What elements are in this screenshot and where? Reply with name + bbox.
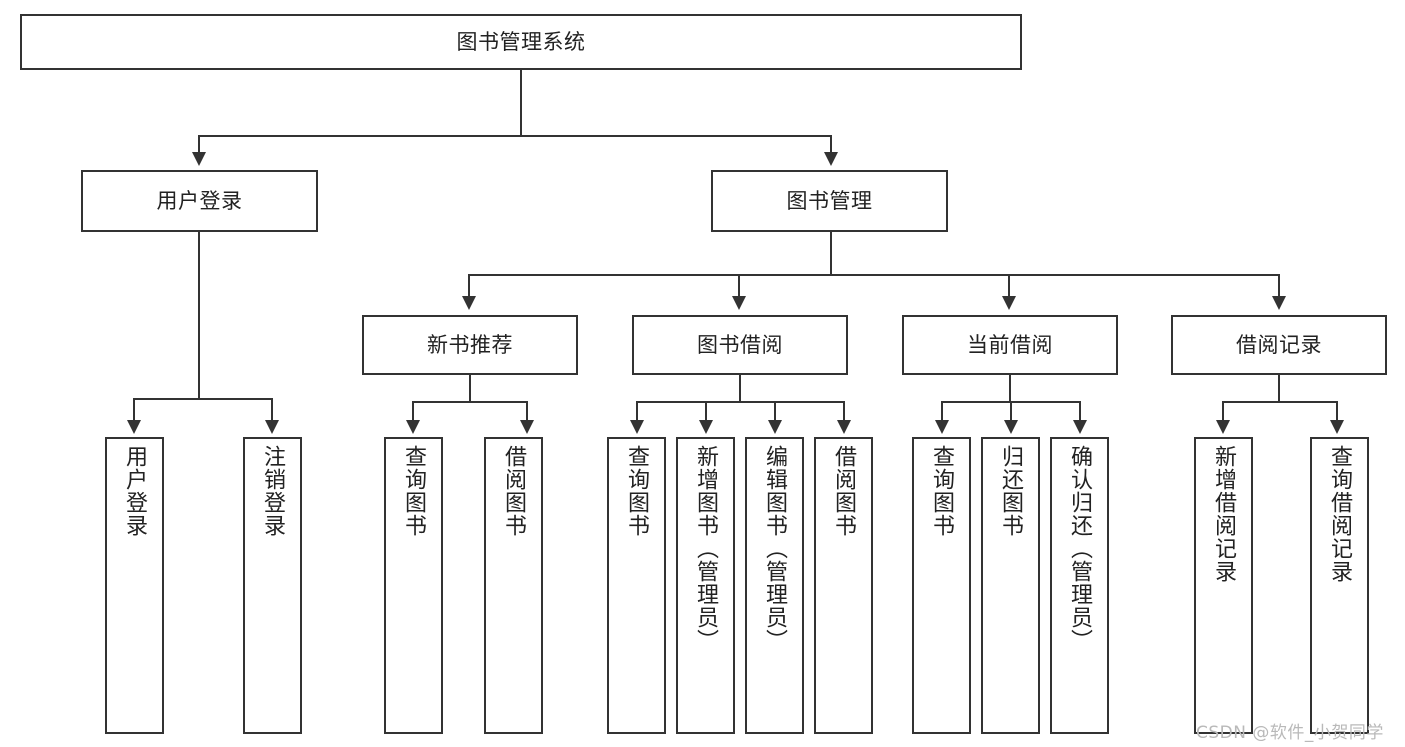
leaf-logout-label: 注销登录 — [260, 445, 286, 537]
connector-book-mgmt-stem — [830, 232, 832, 276]
node-book-management-label: 图书管理 — [786, 188, 873, 213]
arrowhead-new-book-c2 — [520, 420, 534, 434]
connector-borrow-record-bus — [1222, 401, 1338, 403]
connector-new-book-c2 — [526, 401, 528, 421]
leaf-new-book-query[interactable]: 查询图书 — [384, 437, 443, 734]
connector-to-book-borrow — [738, 274, 740, 298]
leaf-new-book-borrow-label: 借阅图书 — [501, 445, 527, 537]
connector-book-borrow-stem — [739, 375, 741, 403]
leaf-user-login-label: 用户登录 — [122, 445, 148, 537]
arrowhead-book-borrow — [732, 296, 746, 310]
leaf-borrow-book[interactable]: 借阅图书 — [814, 437, 873, 734]
arrowhead-user-login — [192, 152, 206, 166]
arrowhead-book-mgmt — [824, 152, 838, 166]
connector-current-borrow-c3 — [1079, 401, 1081, 421]
connector-user-login-left — [133, 398, 135, 422]
connector-new-book-c1 — [412, 401, 414, 421]
arrowhead-leaf-user-login — [127, 420, 141, 434]
arrowhead-current-borrow-c3 — [1073, 420, 1087, 434]
leaf-add-borrow-record[interactable]: 新增借阅记录 — [1194, 437, 1253, 734]
connector-borrow-record-c2 — [1336, 401, 1338, 421]
arrowhead-book-borrow-c1 — [630, 420, 644, 434]
connector-root-to-book-mgmt — [830, 135, 832, 157]
arrowhead-new-book-c1 — [406, 420, 420, 434]
leaf-query-borrow-record[interactable]: 查询借阅记录 — [1310, 437, 1369, 734]
node-current-borrow[interactable]: 当前借阅 — [902, 315, 1118, 375]
leaf-add-borrow-record-label: 新增借阅记录 — [1211, 445, 1237, 583]
node-book-borrow-label: 图书借阅 — [697, 332, 783, 357]
connector-current-borrow-c2 — [1010, 401, 1012, 421]
leaf-edit-book-admin[interactable]: 编辑图书（管理员） — [745, 437, 804, 734]
node-current-borrow-label: 当前借阅 — [967, 332, 1053, 357]
arrowhead-current-borrow-c2 — [1004, 420, 1018, 434]
connector-user-login-stem — [198, 232, 200, 400]
arrowhead-new-book — [462, 296, 476, 310]
node-new-book-recommend[interactable]: 新书推荐 — [362, 315, 578, 375]
leaf-logout[interactable]: 注销登录 — [243, 437, 302, 734]
connector-borrow-record-stem — [1278, 375, 1280, 403]
arrowhead-borrow-record-c1 — [1216, 420, 1230, 434]
leaf-return-book[interactable]: 归还图书 — [981, 437, 1040, 734]
leaf-borrow-query-book[interactable]: 查询图书 — [607, 437, 666, 734]
connector-borrow-record-c1 — [1222, 401, 1224, 421]
arrowhead-borrow-record — [1272, 296, 1286, 310]
node-book-borrow[interactable]: 图书借阅 — [632, 315, 848, 375]
connector-book-borrow-c2 — [705, 401, 707, 421]
leaf-new-book-query-label: 查询图书 — [401, 445, 427, 537]
node-borrow-record[interactable]: 借阅记录 — [1171, 315, 1387, 375]
connector-root-to-user-login — [198, 135, 200, 157]
leaf-query-borrow-record-label: 查询借阅记录 — [1327, 445, 1353, 583]
connector-user-login-bus — [133, 398, 271, 400]
leaf-return-book-label: 归还图书 — [998, 445, 1024, 537]
leaf-borrow-book-label: 借阅图书 — [831, 445, 857, 537]
connector-to-current-borrow — [1008, 274, 1010, 298]
connector-book-borrow-bus — [636, 401, 844, 403]
leaf-add-book-admin-label: 新增图书（管理员） — [693, 445, 719, 652]
leaf-confirm-return-admin-label: 确认归还（管理员） — [1067, 445, 1093, 652]
connector-to-new-book — [468, 274, 470, 298]
node-user-login[interactable]: 用户登录 — [81, 170, 318, 232]
leaf-current-query-book-label: 查询图书 — [929, 445, 955, 537]
connector-new-book-stem — [469, 375, 471, 403]
node-user-login-label: 用户登录 — [156, 188, 243, 213]
connector-book-borrow-c3 — [774, 401, 776, 421]
node-root[interactable]: 图书管理系统 — [20, 14, 1022, 70]
connector-user-login-right — [271, 398, 273, 422]
leaf-user-login[interactable]: 用户登录 — [105, 437, 164, 734]
leaf-edit-book-admin-label: 编辑图书（管理员） — [762, 445, 788, 652]
arrowhead-leaf-logout — [265, 420, 279, 434]
arrowhead-current-borrow — [1002, 296, 1016, 310]
arrowhead-book-borrow-c3 — [768, 420, 782, 434]
node-borrow-record-label: 借阅记录 — [1236, 332, 1322, 357]
connector-book-borrow-c1 — [636, 401, 638, 421]
connector-new-book-bus — [412, 401, 528, 403]
connector-level3-bus — [468, 274, 1280, 276]
node-new-book-recommend-label: 新书推荐 — [427, 332, 513, 357]
leaf-confirm-return-admin[interactable]: 确认归还（管理员） — [1050, 437, 1109, 734]
connector-root-bus — [198, 135, 832, 137]
connector-current-borrow-stem — [1009, 375, 1011, 403]
leaf-new-book-borrow[interactable]: 借阅图书 — [484, 437, 543, 734]
leaf-add-book-admin[interactable]: 新增图书（管理员） — [676, 437, 735, 734]
connector-root-stem — [520, 70, 522, 136]
arrowhead-borrow-record-c2 — [1330, 420, 1344, 434]
leaf-current-query-book[interactable]: 查询图书 — [912, 437, 971, 734]
leaf-borrow-query-book-label: 查询图书 — [624, 445, 650, 537]
connector-to-borrow-record — [1278, 274, 1280, 298]
arrowhead-book-borrow-c4 — [837, 420, 851, 434]
watermark: CSDN @软件_小贺同学 — [1196, 723, 1384, 743]
arrowhead-current-borrow-c1 — [935, 420, 949, 434]
arrowhead-book-borrow-c2 — [699, 420, 713, 434]
connector-book-borrow-c4 — [843, 401, 845, 421]
connector-current-borrow-c1 — [941, 401, 943, 421]
node-book-management[interactable]: 图书管理 — [711, 170, 948, 232]
node-root-label: 图书管理系统 — [456, 29, 586, 54]
